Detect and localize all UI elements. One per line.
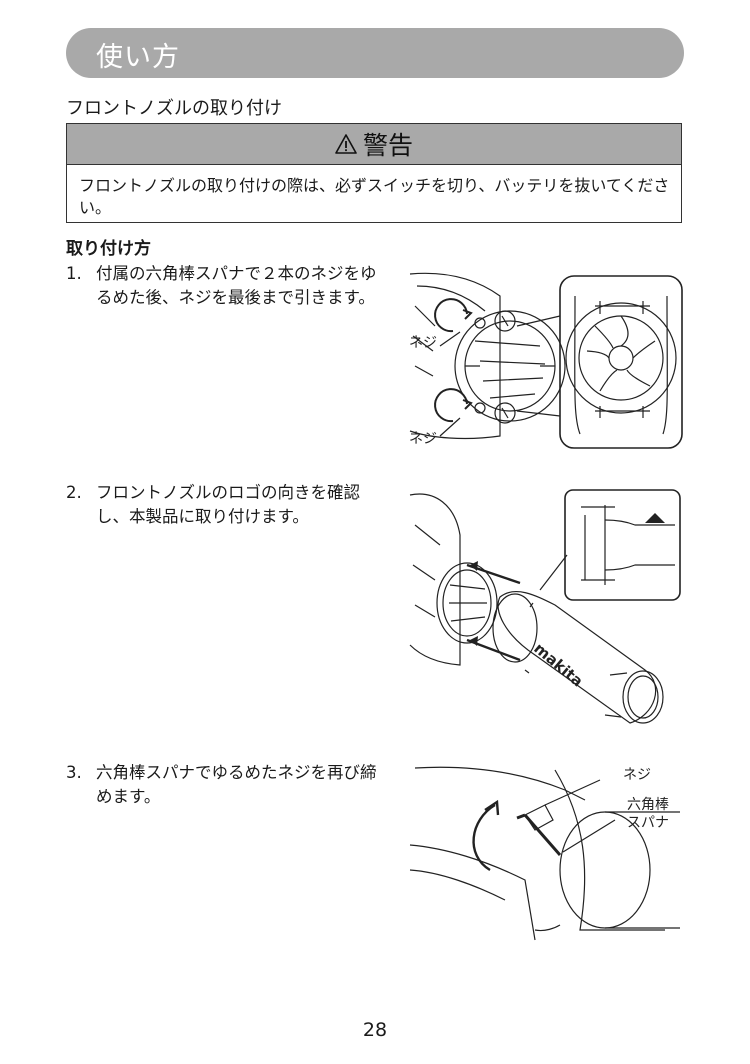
- warning-header: 警告: [67, 124, 681, 165]
- page-title: 使い方: [96, 42, 180, 73]
- screw-label-top: ネジ: [409, 335, 437, 351]
- step-3: 3. 六角棒スパナでゆるめたネジを再び締めます。: [66, 761, 392, 809]
- step-number: 1.: [66, 264, 82, 283]
- figure-loosen-screws: ネジ ネジ: [405, 266, 685, 451]
- nozzle-logo-text: makita: [530, 639, 586, 690]
- warning-text: フロントノズルの取り付けの際は、必ずスイッチを切り、バッテリを抜いてください。: [79, 176, 670, 217]
- step-number: 2.: [66, 483, 82, 502]
- hex-wrench-label-line2: スパナ: [627, 815, 669, 831]
- figure-tighten-screws: ネジ 六角棒 スパナ: [405, 760, 685, 950]
- header-bar: 使い方: [66, 28, 684, 78]
- figure-attach-nozzle: makita: [405, 485, 685, 740]
- section-title: フロントノズルの取り付け: [66, 98, 282, 119]
- warning-triangle-icon: [335, 134, 357, 154]
- step-1: 1. 付属の六角棒スパナで２本のネジをゆるめた後、ネジを最後まで引きます。: [66, 262, 392, 310]
- tighten-screw-illustration: [409, 766, 680, 941]
- nozzle-attach-illustration: makita: [409, 489, 681, 724]
- step-text: フロントノズルのロゴの向きを確認し、本製品に取り付けます。: [96, 483, 360, 526]
- hex-wrench-label-line1: 六角棒: [627, 797, 669, 813]
- blower-outlet-illustration: [409, 272, 683, 449]
- screw-label: ネジ: [623, 767, 651, 783]
- subheading: 取り付け方: [66, 239, 151, 259]
- screw-label-bottom: ネジ: [409, 431, 437, 447]
- warning-box: 警告 フロントノズルの取り付けの際は、必ずスイッチを切り、バッテリを抜いてくださ…: [66, 123, 682, 223]
- step-text: 付属の六角棒スパナで２本のネジをゆるめた後、ネジを最後まで引きます。: [96, 264, 377, 307]
- step-2: 2. フロントノズルのロゴの向きを確認し、本製品に取り付けます。: [66, 481, 392, 529]
- step-number: 3.: [66, 763, 82, 782]
- page-number: 28: [362, 1019, 388, 1041]
- warning-title: 警告: [362, 131, 413, 160]
- step-text: 六角棒スパナでゆるめたネジを再び締めます。: [96, 763, 377, 806]
